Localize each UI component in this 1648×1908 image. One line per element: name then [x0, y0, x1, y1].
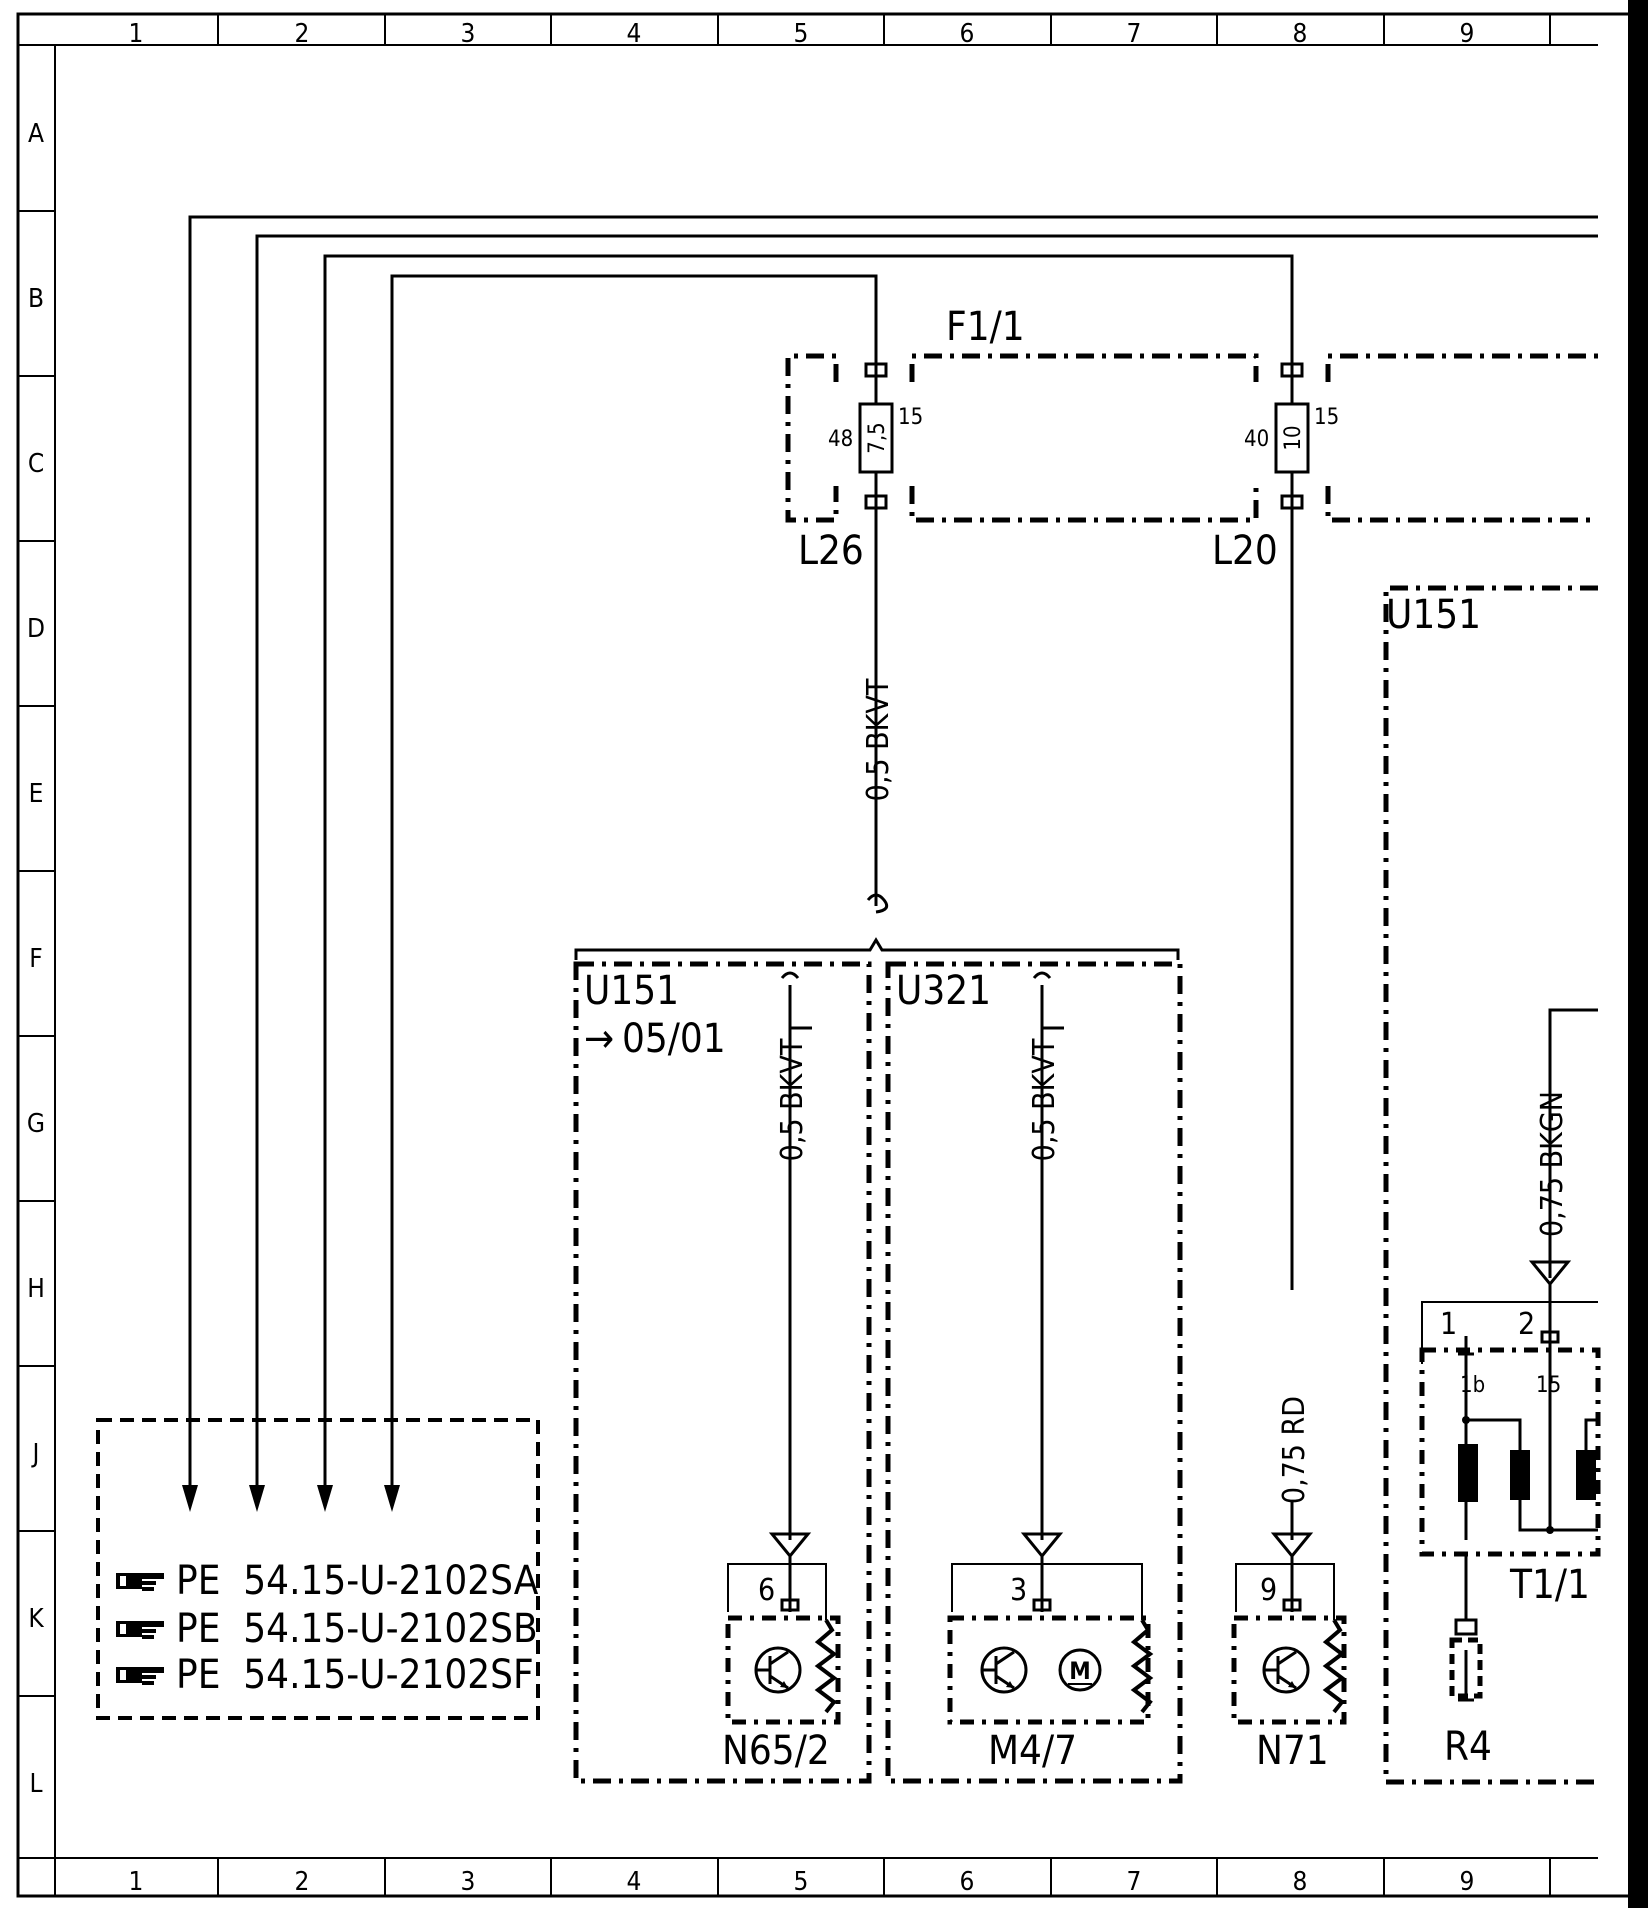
wire-n71-label: 0,75 RD — [1277, 1396, 1312, 1504]
column-label: 8 — [1293, 1867, 1308, 1897]
row-label: A — [28, 119, 44, 149]
column-label: 7 — [1127, 19, 1142, 49]
component-n65-2: 0,5 BKVT 6 N65/2 — [722, 971, 841, 1774]
column-label: 5 — [794, 19, 809, 49]
pointing-hand-icon — [116, 1621, 164, 1639]
box-u321: U321 — [885, 961, 1183, 1784]
n71-pin: 9 — [1260, 1573, 1277, 1608]
n65-name: N65/2 — [722, 1728, 830, 1774]
component-t1-1: 0,75 BKGN 1 2 1b 15 T1/1 — [1419, 1008, 1601, 1608]
m47-pin: 3 — [1010, 1573, 1027, 1608]
motor-icon: M — [1058, 1648, 1102, 1692]
fuse-48-rating: 7,5 — [865, 422, 890, 453]
reference-line: PE 54.15-U-2102SA — [176, 1558, 539, 1604]
row-label: J — [31, 1439, 40, 1469]
column-label: 6 — [960, 1867, 975, 1897]
fuse-40-rating: 10 — [1281, 425, 1306, 450]
row-label: K — [28, 1604, 44, 1634]
reference-box: PE 54.15-U-2102SA PE 54.15-U-2102SB PE 5… — [96, 1418, 540, 1720]
bus-lines — [188, 215, 1598, 1490]
row-label: L — [29, 1769, 42, 1799]
wire-main-label: 0,5 BKVT — [861, 678, 896, 801]
box-u151-arrow: → — [584, 1016, 614, 1062]
box-u151-right: U151 — [1383, 585, 1598, 1785]
fuse-40: 10 40 15 L20 — [1212, 362, 1339, 1290]
column-label: 4 — [627, 1867, 642, 1897]
row-label: C — [28, 449, 44, 479]
column-label: 8 — [1293, 19, 1308, 49]
transistor-icon — [1262, 1646, 1310, 1694]
row-label: G — [27, 1109, 45, 1139]
resistor-zigzag-icon — [1130, 1618, 1154, 1714]
m47-name: M4/7 — [988, 1728, 1077, 1774]
t11-pin1: 1 — [1440, 1307, 1457, 1342]
fuse-block: F1/1 7,5 48 15 L26 10 40 — [785, 304, 1598, 1290]
arrowheads — [182, 1485, 400, 1512]
svg-text:M: M — [1069, 1657, 1091, 1685]
row-label: F — [29, 944, 42, 974]
n65-pin: 6 — [758, 1573, 775, 1608]
column-label: 2 — [295, 19, 310, 49]
box-u151-left: U151 → 05/01 — [573, 961, 872, 1784]
component-m4-7: 0,5 BKVT 3 M M4/7 — [947, 971, 1154, 1774]
resistor-zigzag-icon — [814, 1618, 838, 1714]
connector-l20: L20 — [1212, 528, 1278, 574]
row-label: D — [27, 614, 45, 644]
column-label: 9 — [1460, 19, 1475, 49]
main-wire: 0,5 BKVT — [574, 610, 1180, 960]
component-r4: R4 — [1444, 1552, 1492, 1770]
box-u321-title: U321 — [896, 968, 991, 1014]
transistor-icon — [754, 1646, 802, 1694]
t11-name: T1/1 — [1509, 1562, 1590, 1608]
t11-pin2: 2 — [1518, 1307, 1535, 1342]
t11-term1: 1b — [1460, 1373, 1485, 1398]
column-label: 5 — [794, 1867, 809, 1897]
fuse-48: 7,5 48 15 L26 — [798, 362, 923, 610]
reference-line: PE 54.15-U-2102SF — [176, 1652, 534, 1698]
fuse-48-terminal: 15 — [898, 405, 923, 430]
column-label: 3 — [461, 1867, 476, 1897]
row-label: B — [28, 284, 44, 314]
wire-n65-label: 0,5 BKVT — [775, 1038, 810, 1161]
box-u151-right-title: U151 — [1386, 592, 1481, 638]
fuse-40-terminal: 15 — [1314, 405, 1339, 430]
reference-line: PE 54.15-U-2102SB — [176, 1606, 538, 1652]
column-label: 9 — [1460, 1867, 1475, 1897]
column-label: 1 — [129, 1867, 144, 1897]
fuse-48-number: 48 — [828, 427, 853, 452]
n71-name: N71 — [1256, 1728, 1329, 1774]
wire-m47-label: 0,5 BKVT — [1027, 1038, 1062, 1161]
column-label: 7 — [1127, 1867, 1142, 1897]
fuse-40-number: 40 — [1244, 427, 1269, 452]
connector-l26: L26 — [798, 528, 864, 574]
transistor-icon — [980, 1646, 1028, 1694]
drawing-frame: 1 2 3 4 5 6 7 8 9 1 2 3 4 5 6 7 8 9 A B … — [16, 0, 1648, 1908]
row-label: E — [29, 779, 44, 809]
row-label: H — [27, 1274, 45, 1304]
component-n71: 0,75 RD 9 N71 — [1231, 1396, 1347, 1774]
resistor-zigzag-icon — [1322, 1618, 1346, 1714]
fuse-block-name: F1/1 — [946, 304, 1025, 350]
column-label: 6 — [960, 19, 975, 49]
column-label: 1 — [129, 19, 144, 49]
r4-name: R4 — [1444, 1724, 1492, 1770]
wire-t11-label: 0,75 BKGN — [1535, 1091, 1570, 1237]
column-label: 4 — [627, 19, 642, 49]
column-label: 3 — [461, 19, 476, 49]
box-u151-ref: 05/01 — [622, 1016, 726, 1062]
pointing-hand-icon — [116, 1667, 164, 1685]
box-u151-title: U151 — [584, 968, 679, 1014]
column-label: 2 — [295, 1867, 310, 1897]
pointing-hand-icon — [116, 1573, 164, 1591]
